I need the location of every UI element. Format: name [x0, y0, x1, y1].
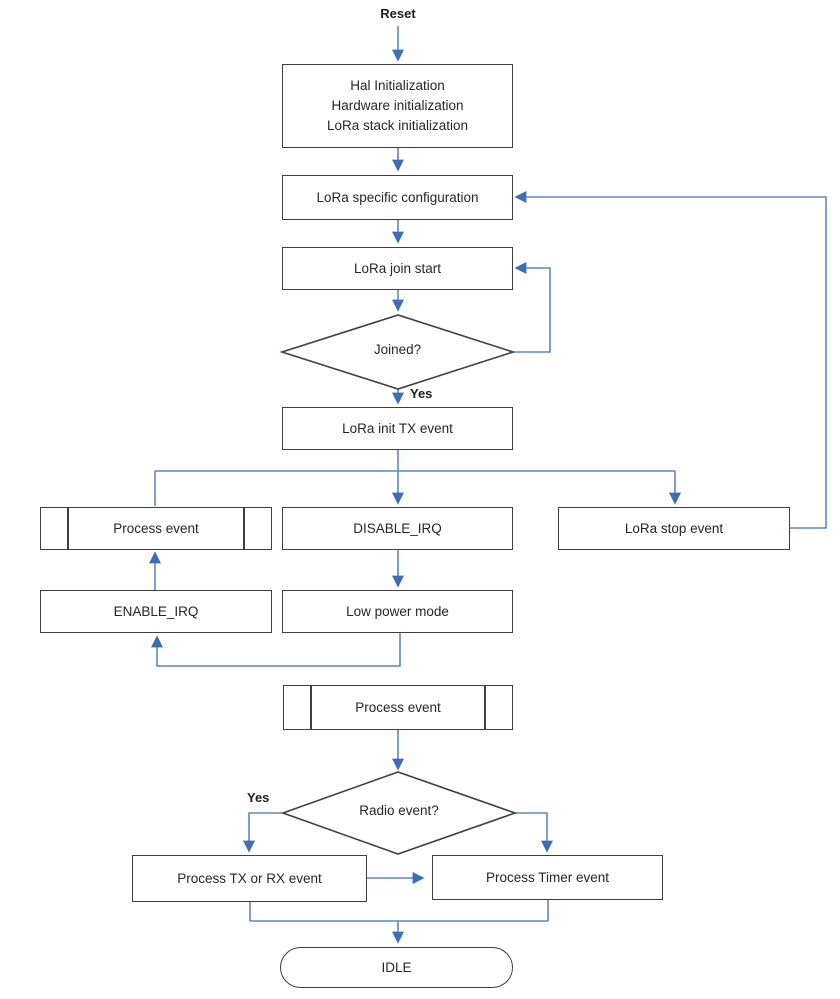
- connector-joined-no-loop: [513, 262, 551, 353]
- node-process-timer-event: Process Timer event: [432, 855, 663, 900]
- init-line-2: Hardware initialization: [331, 98, 464, 113]
- node-label: Process event: [113, 520, 199, 536]
- node-disable-irq: DISABLE_IRQ: [282, 507, 513, 550]
- node-lora-join-start: LoRa join start: [282, 247, 513, 290]
- decision-joined-shape: [279, 314, 516, 390]
- node-label: LoRa join start: [353, 260, 442, 276]
- node-label: LoRa stop event: [624, 520, 724, 536]
- subroutine-bar-right: [243, 507, 245, 550]
- node-lora-specific-configuration: LoRa specific configuration: [282, 175, 513, 220]
- node-label: Process Timer event: [485, 869, 610, 885]
- joined-yes-label: Yes: [410, 386, 433, 401]
- decision-radio-event-shape: [280, 771, 518, 855]
- subroutine-bar-left: [67, 507, 69, 550]
- node-process-tx-or-rx-event: Process TX or RX event: [132, 855, 367, 902]
- connector-stop-to-config-loop: [514, 191, 827, 529]
- node-label: ENABLE_IRQ: [113, 603, 199, 619]
- decision-radio-event-label: Radio event?: [359, 803, 439, 818]
- node-lora-stop-event: LoRa stop event: [558, 507, 790, 550]
- node-process-event-main: Process event: [283, 685, 513, 730]
- node-initialization: Hal Initialization Hardware initializati…: [282, 64, 513, 148]
- reset-label: Reset: [380, 6, 416, 21]
- node-label: LoRa init TX event: [342, 420, 453, 436]
- node-label: LoRa specific configuration: [316, 189, 479, 205]
- node-label: IDLE: [381, 959, 412, 975]
- node-process-event-top: Process event: [40, 507, 272, 550]
- node-label: DISABLE_IRQ: [353, 520, 442, 536]
- node-label: Process TX or RX event: [177, 870, 322, 886]
- node-enable-irq: ENABLE_IRQ: [40, 590, 272, 633]
- radio-yes-label: Yes: [247, 790, 270, 805]
- node-label: Low power mode: [346, 603, 449, 619]
- connector-radio-to-timer: [515, 812, 553, 853]
- connector-lowpower-to-enable: [151, 633, 401, 667]
- node-lora-init-tx-event: LoRa init TX event: [282, 407, 513, 450]
- init-line-3: LoRa stack initialization: [326, 118, 469, 133]
- node-low-power-mode: Low power mode: [282, 590, 513, 633]
- init-line-1: Hal Initialization: [350, 78, 445, 93]
- decision-joined-label: Joined?: [373, 342, 422, 357]
- connector-radio-yes-to-txrx: [243, 812, 283, 853]
- subroutine-bar-left: [310, 685, 312, 730]
- node-label: Process event: [355, 699, 441, 715]
- node-idle-terminator: IDLE: [280, 947, 513, 988]
- subroutine-bar-right: [484, 685, 486, 730]
